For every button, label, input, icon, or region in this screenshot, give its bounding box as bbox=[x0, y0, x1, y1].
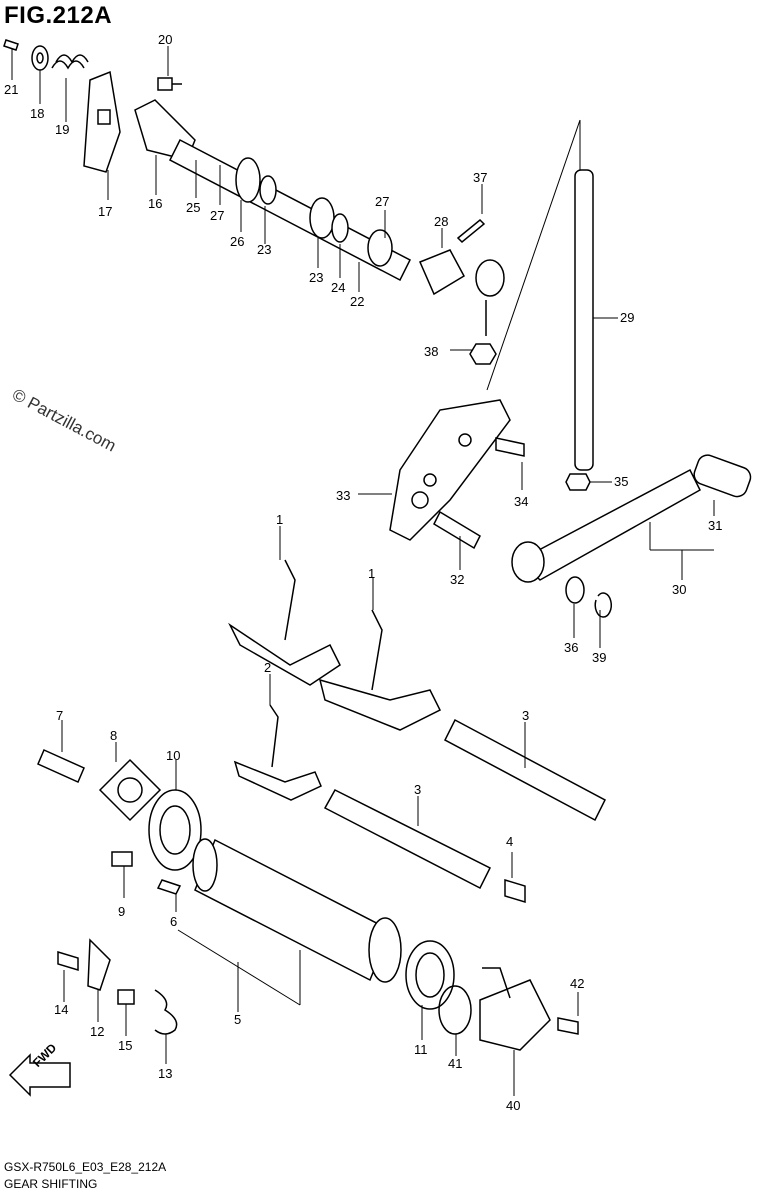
model-code: GSX-R750L6_E03_E28_212A bbox=[4, 1160, 167, 1174]
callout-11: 11 bbox=[414, 1042, 428, 1057]
callout-39: 39 bbox=[592, 650, 606, 665]
callout-35: 35 bbox=[614, 474, 628, 489]
fork-1b bbox=[318, 609, 442, 731]
bolt-42 bbox=[557, 1017, 579, 1035]
callout-33: 33 bbox=[336, 488, 350, 503]
callout-6: 6 bbox=[170, 914, 177, 929]
callout-1: 1 bbox=[276, 512, 283, 527]
lever-30 bbox=[518, 468, 701, 581]
bolt-34 bbox=[495, 437, 525, 457]
callout-27: 27 bbox=[210, 208, 224, 223]
callout-3: 3 bbox=[522, 708, 529, 723]
callout-42: 42 bbox=[570, 976, 584, 991]
clip-39 bbox=[594, 592, 612, 618]
callout-32: 32 bbox=[450, 572, 464, 587]
callout-28: 28 bbox=[434, 214, 448, 229]
callout-22: 22 bbox=[350, 294, 364, 309]
callout-23: 23 bbox=[257, 242, 271, 257]
fork-2 bbox=[233, 704, 322, 801]
callout-1: 1 bbox=[368, 566, 375, 581]
bolt-21 bbox=[3, 39, 19, 51]
callout-14: 14 bbox=[54, 1002, 68, 1017]
nut-35 bbox=[565, 473, 591, 491]
callout-7: 7 bbox=[56, 708, 63, 723]
callout-4: 4 bbox=[506, 834, 513, 849]
bolt-20 bbox=[157, 77, 182, 91]
callout-40: 40 bbox=[506, 1098, 520, 1113]
callout-3: 3 bbox=[414, 782, 421, 797]
shift-cam-40 bbox=[479, 967, 551, 1051]
spring-13 bbox=[154, 989, 178, 1035]
callout-30: 30 bbox=[672, 582, 686, 597]
shaft-3b bbox=[323, 789, 492, 890]
callout-21: 21 bbox=[4, 82, 18, 97]
callout-17: 17 bbox=[98, 204, 112, 219]
callout-9: 9 bbox=[118, 904, 125, 919]
lever-12 bbox=[87, 938, 111, 991]
bolt-37 bbox=[456, 218, 486, 244]
o-ring-41 bbox=[438, 985, 472, 1035]
callout-16: 16 bbox=[148, 196, 162, 211]
callout-24: 24 bbox=[331, 280, 345, 295]
callout-41: 41 bbox=[448, 1056, 462, 1071]
pin-6 bbox=[156, 879, 182, 895]
callout-20: 20 bbox=[158, 32, 172, 47]
callout-18: 18 bbox=[30, 106, 44, 121]
pin-7 bbox=[37, 749, 85, 783]
clamp-28 bbox=[419, 249, 465, 296]
pedal-31 bbox=[693, 454, 752, 498]
washer-15 bbox=[117, 989, 135, 1005]
callout-31: 31 bbox=[708, 518, 722, 533]
nut-38 bbox=[469, 343, 497, 365]
callout-19: 19 bbox=[55, 122, 69, 137]
callout-12: 12 bbox=[90, 1024, 104, 1039]
shaft-32 bbox=[433, 510, 481, 550]
callout-25: 25 bbox=[186, 200, 200, 215]
callout-36: 36 bbox=[564, 640, 578, 655]
rod-29 bbox=[574, 169, 594, 471]
bolt-14 bbox=[57, 950, 79, 972]
callout-34: 34 bbox=[514, 494, 528, 509]
washer-36 bbox=[565, 576, 585, 604]
callout-15: 15 bbox=[118, 1038, 132, 1053]
callout-27: 27 bbox=[375, 194, 389, 209]
callout-37: 37 bbox=[473, 170, 487, 185]
callout-38: 38 bbox=[424, 344, 438, 359]
fork-1a bbox=[228, 559, 341, 686]
spring-19 bbox=[51, 54, 89, 70]
callout-5: 5 bbox=[234, 1012, 241, 1027]
figure-title: FIG.212A bbox=[4, 2, 113, 29]
callout-26: 26 bbox=[230, 234, 244, 249]
fwd-arrow bbox=[8, 1053, 71, 1097]
figure-caption: GEAR SHIFTING bbox=[4, 1177, 98, 1191]
callout-2: 2 bbox=[264, 660, 271, 675]
shaft-3a bbox=[444, 718, 606, 822]
plug-4 bbox=[504, 878, 526, 904]
callout-10: 10 bbox=[166, 748, 180, 763]
callout-8: 8 bbox=[110, 728, 117, 743]
callout-13: 13 bbox=[158, 1066, 172, 1081]
bolt-9 bbox=[111, 851, 133, 867]
callout-23: 23 bbox=[309, 270, 323, 285]
callout-29: 29 bbox=[620, 310, 634, 325]
